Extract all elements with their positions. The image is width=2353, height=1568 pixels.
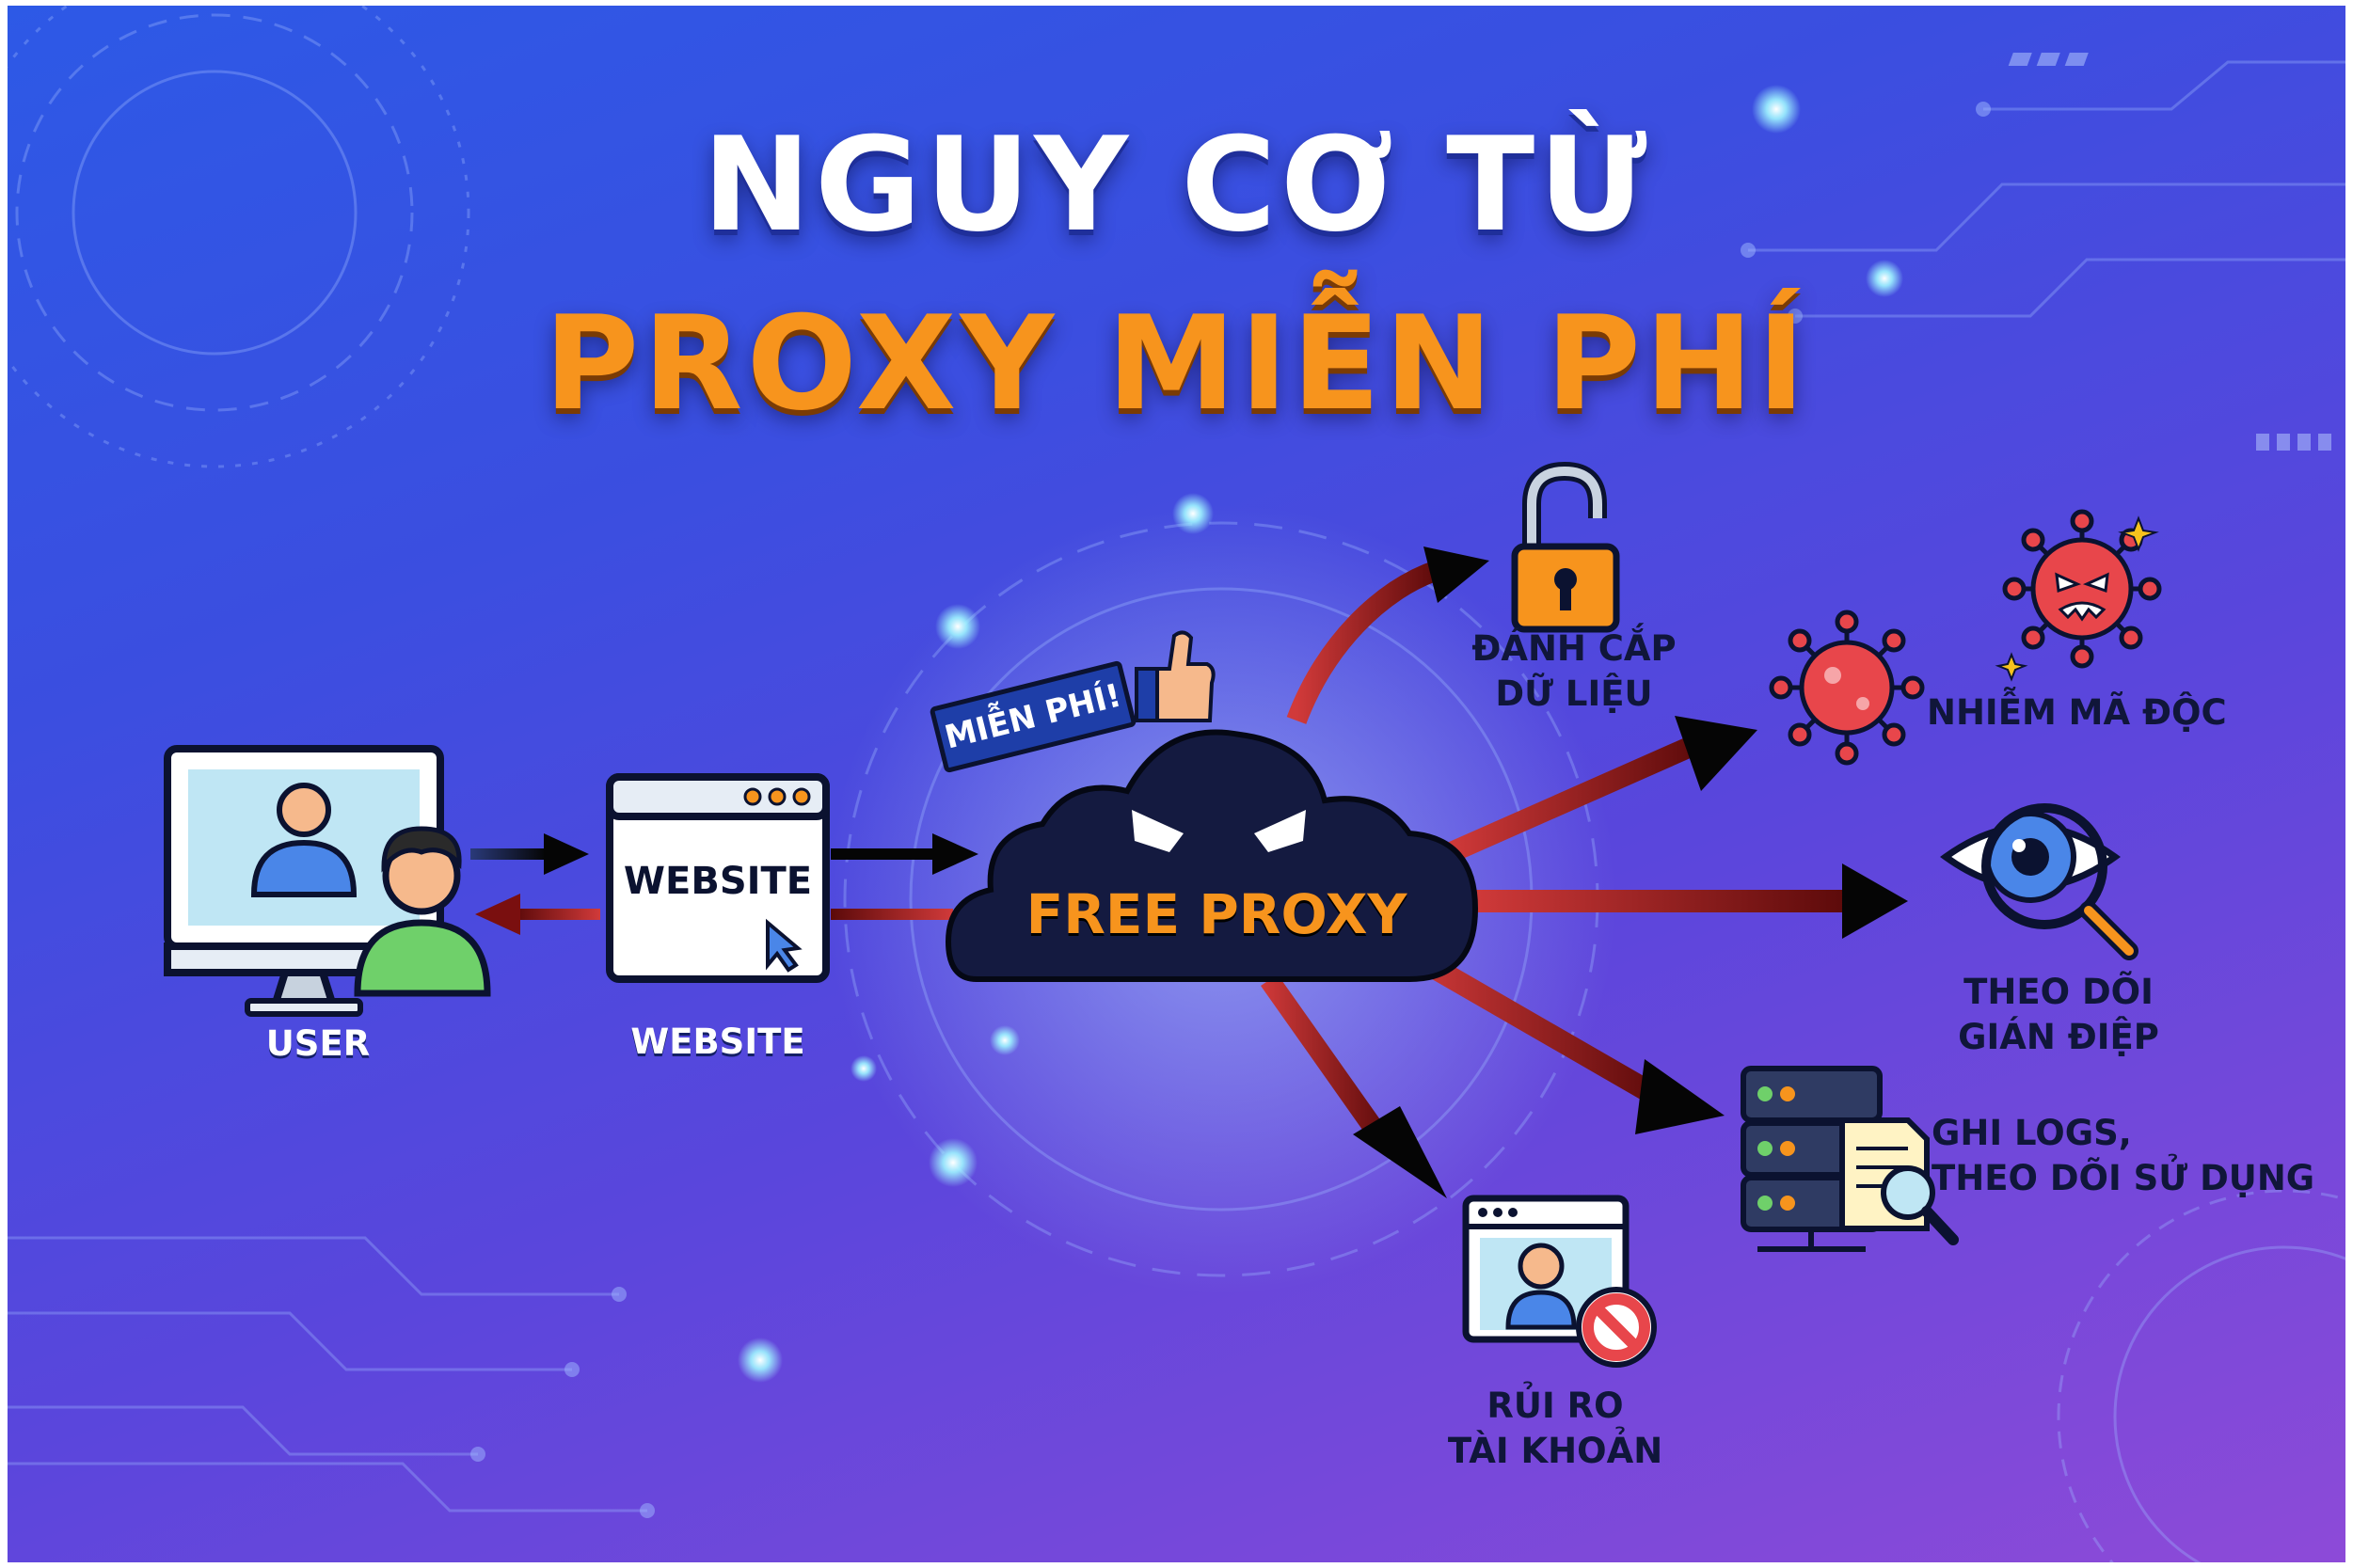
risk-account-label: RỦI RO TÀI KHOẢN <box>1447 1386 1663 1471</box>
arrow-to-malware <box>1447 716 1757 862</box>
arrow-to-logging <box>1407 946 1725 1134</box>
free-proxy-label: FREE PROXY <box>1025 882 1407 946</box>
arrow-website-to-proxy <box>831 833 978 875</box>
computer-user-icon <box>164 745 491 1017</box>
infographic-canvas: NGUY CƠ TỪ PROXY MIỄN PHÍ <box>8 6 2345 1562</box>
risk-malware-label: NHIỄM MÃ ĐỘC <box>1927 692 2227 733</box>
evil-eye-left <box>1132 810 1184 852</box>
title-line-1: NGUY CƠ TỪ <box>702 109 1651 261</box>
title-line-2: PROXY MIỄN PHÍ <box>544 288 1809 439</box>
proxy-risk-diagram <box>164 461 2162 1368</box>
risk-data-theft-label: ĐÁNH CẮP DỮ LIỆU <box>1471 628 1677 714</box>
cursor-icon <box>766 918 803 973</box>
browser-window-icon <box>606 773 830 983</box>
arrow-to-account <box>1261 974 1447 1198</box>
user-label: USER <box>265 1023 371 1064</box>
server-log-icon <box>1741 1066 1959 1252</box>
arrow-proxy-to-website <box>831 909 953 920</box>
eye-magnifier-icon <box>1940 803 2138 960</box>
evil-cloud-icon <box>945 729 1479 982</box>
blocked-account-icon <box>1462 1195 1657 1368</box>
virus-icon <box>1769 509 2162 766</box>
website-label: WEBSITE <box>630 1022 805 1062</box>
arrow-website-to-user <box>475 894 600 935</box>
risk-logging-label: GHI LOGS, THEO DÕI SỬ DỤNG <box>1932 1113 2315 1198</box>
browser-website-text: WEBSITE <box>623 860 813 903</box>
arrow-to-data-theft <box>1286 546 1489 724</box>
risk-spying-label: THEO DÕI GIÁN ĐIỆP <box>1958 972 2159 1057</box>
arrow-user-to-website <box>470 833 589 875</box>
thumbs-up-icon <box>1135 630 1216 722</box>
evil-eye-right <box>1254 810 1306 852</box>
arrow-to-spying <box>1471 863 1908 939</box>
unlocked-padlock-icon <box>1511 461 1620 633</box>
